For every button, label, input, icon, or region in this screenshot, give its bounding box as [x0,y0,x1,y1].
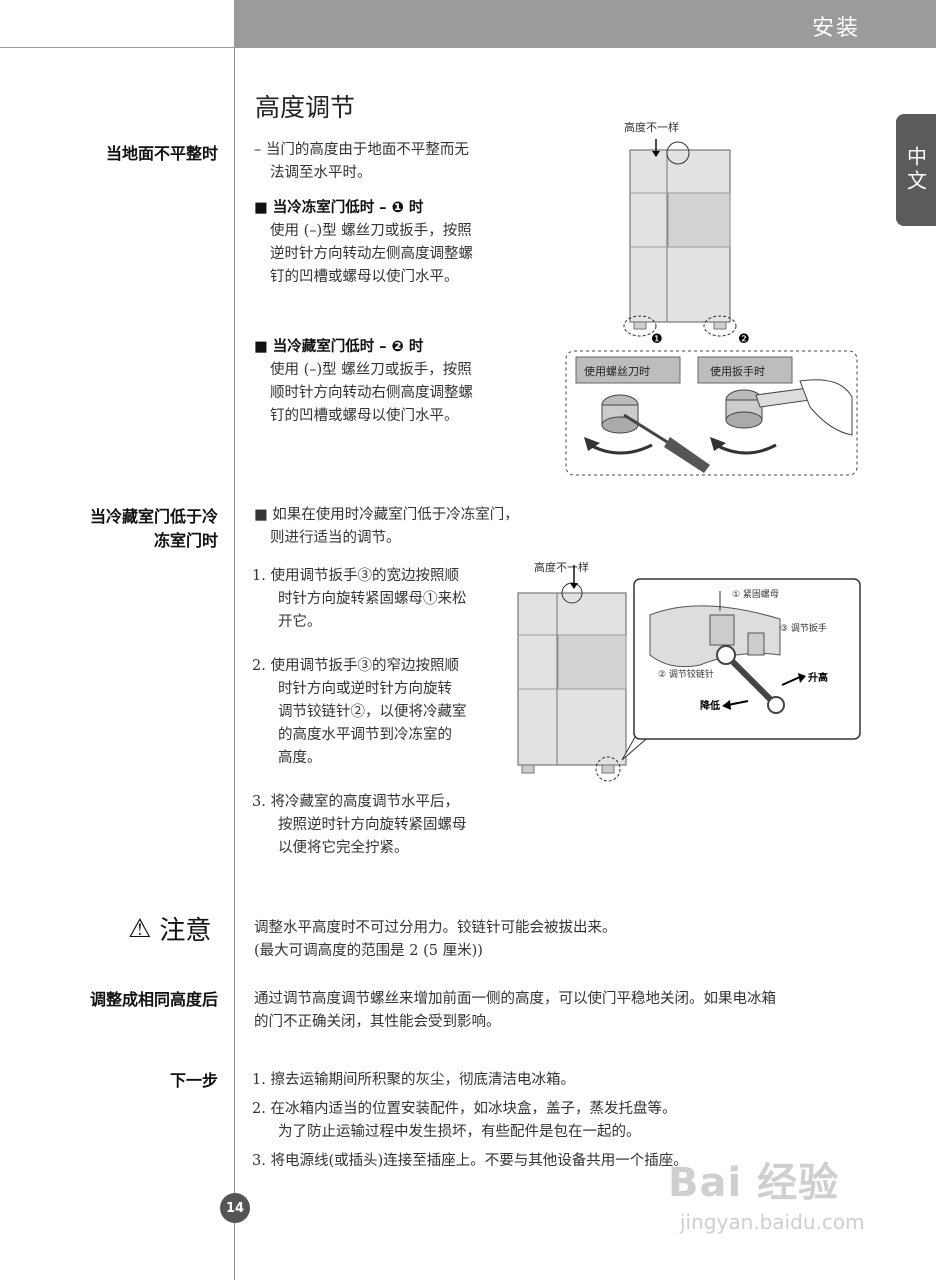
list-item: 1. 擦去运输期间所积聚的灰尘，彻底清洁电冰箱。 [252,1072,575,1088]
page-number: 14 [220,1193,250,1223]
lower-label: 降低 [700,699,720,712]
text-line: 高度。 [278,750,322,766]
list-item: 3. 将电源线(或插头)连接至插座上。不要与其他设备共用一个插座。 [252,1153,688,1169]
marker-2: ❷ [738,332,750,347]
figure-door-leveling: 高度不一样 ❶ ❷ 使用螺丝刀时 使用扳手时 [565,120,858,476]
text-line: 则进行适当的调节。 [270,530,401,546]
text-line: 法调至水平时。 [270,165,372,181]
warning-icon: ⚠ [128,913,152,944]
text-line: 的门不正确关闭，其性能会受到影响。 [254,1014,501,1030]
text-line: 使用 (–)型 螺丝刀或扳手，按照 [270,223,472,239]
marker-1: ❶ [651,332,663,347]
uneven-floor-text: – 当门的高度由于地面不平整而无 法调至水平时。 ■ 当冷冻室门低时 – ❶ 时… [254,139,524,428]
after-leveling-label: 调整成相同高度后 [89,990,218,1009]
text-line: 钉的凹槽或螺母以使门水平。 [270,408,459,424]
step-1: 1. 使用调节扳手③的宽边按照顺 [252,568,459,584]
hinge-pin-label: ② 调节铰链针 [658,668,714,680]
fastening-nut-label: ① 紧固螺母 [732,589,779,600]
text-line: 时针方向或逆时针方向旋转 [278,681,452,697]
text-line: ■ 如果在使用时冷藏室门低于冷冻室门， [254,507,519,523]
wrench-label: 使用扳手时 [710,364,765,378]
text-line: 钉的凹槽或螺母以使门水平。 [270,269,459,285]
height-diff-label: 高度不一样 [534,560,589,574]
watermark-url: jingyan.baidu.com [680,1210,865,1234]
language-tab[interactable]: 中文 [896,114,936,226]
fridge-door-heading: ■ 当冷藏室门低时 – ❷ 时 [254,339,424,355]
raise-label: 升高 [808,671,828,684]
next-step-list: 1. 擦去运输期间所积聚的灰尘，彻底清洁电冰箱。 2. 在冰箱内适当的位置安装配… [252,1069,812,1173]
text-line: 开它。 [278,614,322,630]
height-diff-label: 高度不一样 [624,120,679,134]
text-line: – 当门的高度由于地面不平整而无 [254,142,469,158]
text-line: 的高度水平调节到冷冻室的 [278,727,452,743]
step-2: 2. 使用调节扳手③的窄边按照顺 [252,658,459,674]
fridge-lower-intro: ■ 如果在使用时冷藏室门低于冷冻室门， 则进行适当的调节。 [254,504,554,550]
freezer-door-heading: ■ 当冷冻室门低时 – ❶ 时 [254,200,424,216]
next-step-label: 下一步 [169,1071,218,1090]
header-divider [0,47,234,48]
caution-heading: ⚠ 注意 [128,910,211,947]
text-line: (最大可调高度的范围是 2 (5 厘米)) [254,943,483,959]
page-title: 高度调节 [255,93,356,122]
fridge-lower-label: 当冷藏室门低于冷 冻室门时 [90,505,218,553]
label-line: 冻室门时 [153,531,218,550]
text-line: 逆时针方向转动左侧高度调整螺 [270,246,473,262]
column-divider [234,48,235,1280]
figure-hinge-adjust: 高度不一样 ① 紧固螺母 ③ 调节扳手 ② 调节铰链针 升高 降低 [517,560,861,782]
caution-label: 注意 [159,916,212,946]
text-line: 调节铰链针②，以便将冷藏室 [278,704,467,720]
language-tab-label: 中文 [903,146,928,194]
after-leveling-text: 通过调节高度调节螺丝来增加前面一侧的高度，可以使门平稳地关闭。如果电冰箱 的门不… [254,988,854,1034]
step-3: 3. 将冷藏室的高度调节水平后， [252,794,459,810]
list-item: 2. 在冰箱内适当的位置安装配件，如冰块盒，盖子，蒸发托盘等。 [252,1101,677,1117]
screwdriver-label: 使用螺丝刀时 [584,365,650,378]
uneven-floor-label: 当地面不平整时 [105,144,218,163]
text-line: 顺时针方向转动右侧高度调整螺 [270,385,473,401]
text-line: 调整水平高度时不可过分用力。铰链针可能会被拔出来。 [254,920,617,936]
text-line: 以便将它完全拧紧。 [278,840,409,856]
text-line: 为了防止运输过程中发生损坏，有些配件是包在一起的。 [278,1124,641,1140]
header-band: 安装 [234,0,936,48]
text-line: 使用 (–)型 螺丝刀或扳手，按照 [270,362,472,378]
caution-text: 调整水平高度时不可过分用力。铰链针可能会被拔出来。 (最大可调高度的范围是 2 … [254,917,814,963]
section-title: 安装 [811,16,860,41]
fridge-lower-steps: 1. 使用调节扳手③的宽边按照顺 时针方向旋转紧固螺母①来松 开它。 2. 使用… [252,565,502,860]
label-line: 当冷藏室门低于冷 [89,507,218,526]
adjust-wrench-label: ③ 调节扳手 [780,622,827,634]
text-line: 通过调节高度调节螺丝来增加前面一侧的高度，可以使门平稳地关闭。如果电冰箱 [254,991,776,1007]
text-line: 时针方向旋转紧固螺母①来松 [278,591,467,607]
text-line: 按照逆时针方向旋转紧固螺母 [278,817,467,833]
watermark-logo: Bai 经验 [668,1160,840,1206]
